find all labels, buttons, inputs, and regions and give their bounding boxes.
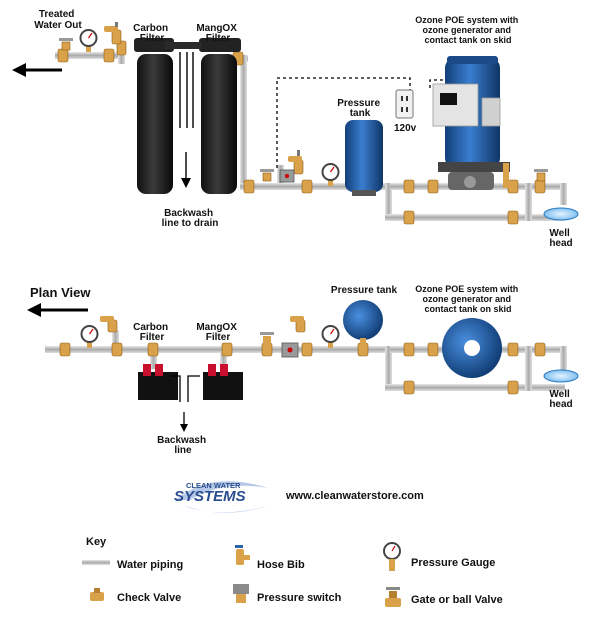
plan-tank-fitting <box>360 338 366 348</box>
elevation-view: Treated Water Out Carbon Filter MangOX F… <box>12 9 579 249</box>
plan-view-title: Plan View <box>30 285 91 300</box>
logo-main-text: SYSTEMS <box>174 488 246 505</box>
gate-valve-icon <box>385 587 401 607</box>
legend-hose-bib: Hose Bib <box>257 559 305 571</box>
hose-bib-icon <box>100 316 118 333</box>
drain-arrow-icon <box>180 424 188 432</box>
legend-pressure-gauge: Pressure Gauge <box>411 557 495 569</box>
plan-pressure-tank <box>343 300 383 340</box>
gate-valve <box>59 38 73 51</box>
pressure-gauge-icon <box>79 29 98 52</box>
well-head-icon <box>543 369 579 383</box>
plan-backwash-lines <box>170 375 200 425</box>
gate-valve <box>260 332 274 344</box>
electrical-outlet-icon <box>395 89 414 119</box>
plan-fittings <box>59 342 546 395</box>
hose-bib-icon <box>290 316 306 333</box>
pressure-switch-icon <box>233 584 249 603</box>
ozone-generator <box>432 83 501 127</box>
plan-outlet-arrow <box>27 303 88 317</box>
logo-top-text: CLEAN WATER <box>186 481 241 490</box>
legend-water-piping: Water piping <box>117 559 183 571</box>
label-ozone-system: Ozone POE system with ozone generator an… <box>415 15 521 45</box>
pressure-gauge-icon <box>321 163 340 186</box>
label-plan-pressure-tank: Pressure tank <box>331 285 398 296</box>
label-plan-ozone-system: Ozone POE system with ozone generator an… <box>415 284 521 314</box>
plan-mangox-filter <box>203 364 243 400</box>
website-url[interactable]: www.cleanwaterstore.com <box>285 490 424 502</box>
control-wiring <box>276 77 450 168</box>
label-backwash: Backwash line to drain <box>162 208 219 229</box>
pressure-switch-icon <box>281 342 299 358</box>
hose-bib-icon <box>288 150 304 175</box>
hose-bib-icon <box>104 22 122 45</box>
well-head-icon <box>543 207 579 221</box>
label-carbon-filter: Carbon Filter <box>133 23 171 44</box>
pressure-switch-icon <box>279 169 295 183</box>
carbon-filter-tank <box>134 38 189 194</box>
plan-view: Plan View <box>27 284 579 456</box>
legend-check-valve: Check Valve <box>117 592 181 604</box>
backwash-drain-lines <box>179 52 194 178</box>
pressure-gauge-icon <box>321 325 340 348</box>
pressure-gauge-icon <box>80 325 99 348</box>
label-treated-water-out: Treated Water Out <box>34 9 82 31</box>
water-piping-icon <box>82 560 110 565</box>
legend-pressure-switch: Pressure switch <box>257 592 342 604</box>
pressure-gauge-icon <box>383 542 401 571</box>
mangox-filter-tank <box>189 38 241 194</box>
legend-title: Key <box>86 536 107 548</box>
legend-gate-valve: Gate or ball Valve <box>411 594 503 606</box>
label-plan-carbon-filter: Carbon Filter <box>133 322 171 343</box>
check-valve-icon <box>90 588 104 601</box>
label-plan-mangox-filter: MangOX Filter <box>196 322 239 343</box>
label-mangox-filter: MangOX Filter <box>196 23 239 44</box>
pressure-tank <box>345 120 383 196</box>
treated-water-out-arrow <box>12 63 62 77</box>
label-plan-well-head: Well head <box>549 389 572 410</box>
label-plan-backwash: Backwash line <box>157 435 209 456</box>
legend: Key Water piping Check Valve Hose Bib Pr… <box>82 536 503 607</box>
drain-arrow-icon <box>181 178 191 188</box>
gate-valve <box>260 169 274 182</box>
clean-water-systems-logo: CLEAN WATER SYSTEMS <box>174 481 270 513</box>
plan-carbon-filter <box>138 364 178 400</box>
hose-bib-icon <box>235 545 250 565</box>
label-pressure-tank: Pressure tank <box>337 98 383 119</box>
label-well-head: Well head <box>549 228 572 249</box>
plan-ozone-tank <box>442 318 502 378</box>
label-120v: 120v <box>394 123 417 134</box>
gate-valve <box>534 169 548 182</box>
